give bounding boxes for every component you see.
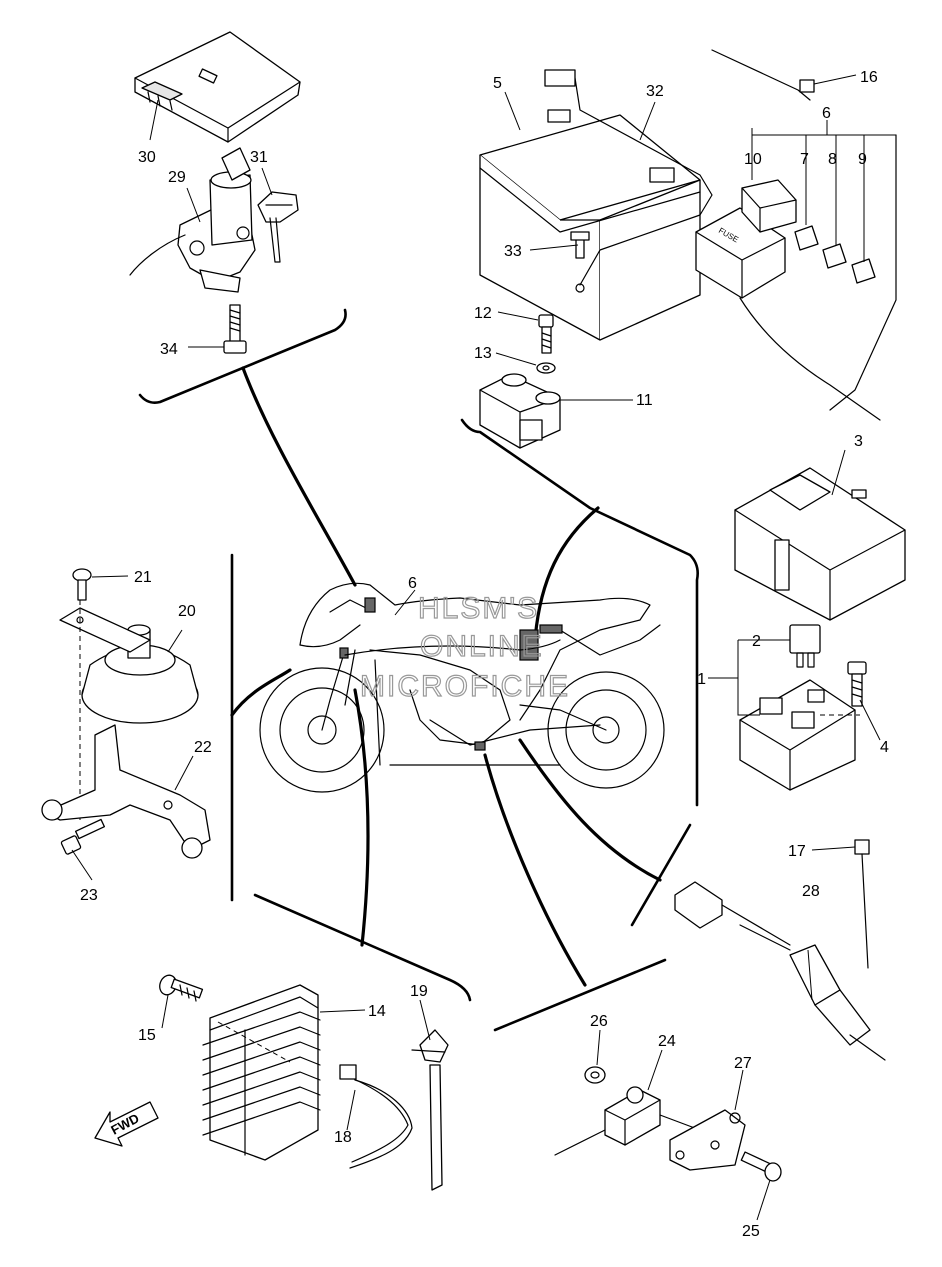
callout-23: 23 [80,887,98,904]
callout-25: 25 [742,1223,760,1240]
callout-1: 1 [697,671,706,688]
watermark-line-1: HLSM'S [418,592,539,625]
callout-7: 7 [800,151,809,168]
callout-10: 10 [744,151,762,168]
ignition-keys [257,191,299,263]
callout-8: 8 [828,151,837,168]
washer-13 [536,362,556,374]
ignition-bolt [223,304,247,354]
ground-wire-16 [711,49,815,101]
callout-21: 21 [134,569,152,586]
callout-14: 14 [368,1003,386,1020]
horn-mount-plate [59,607,151,653]
callout-32: 32 [646,83,664,100]
callout-26: 26 [590,1013,608,1030]
routing-lines [230,366,662,987]
fuse-holder-10 [741,179,797,233]
watermark-line-2: ONLINE [420,630,544,663]
horn-bracket [41,724,211,859]
callout-3: 3 [854,433,863,450]
fuse-2 [789,624,821,668]
starter-relay-cover [734,467,906,621]
callout-20: 20 [178,603,196,620]
battery [479,109,701,341]
callout-33: 33 [504,243,522,260]
rectifier-regulator [202,984,321,1161]
watermark-line-3: MICROFICHE [360,670,570,703]
bolt-4 [847,661,867,707]
callout-28: 28 [802,883,820,900]
callout-30: 30 [138,149,156,166]
callout-27: 27 [734,1055,752,1072]
callout-numbers: 1 2 3 4 5 6 7 8 9 10 11 12 13 14 15 16 1… [80,69,889,1240]
callout-34: 34 [160,341,178,358]
callout-5: 5 [493,75,502,92]
callout-29: 29 [168,169,186,186]
cable-tie-17 [854,839,870,969]
bolt-23 [60,818,106,855]
cable-clamp-19 [411,1029,449,1191]
callout-2: 2 [752,633,761,650]
spare-fuses [794,225,876,284]
group-brackets [138,308,699,1032]
motorcycle-silhouette [259,582,665,793]
callout-19: 19 [410,983,428,1000]
watermark: HLSM'S ONLINE MICROFICHE [359,591,570,703]
callout-16: 16 [860,69,878,86]
plate-27 [669,1109,746,1171]
starter-relay [739,679,856,791]
leader-lines [71,74,896,1221]
callout-15: 15 [138,1027,156,1044]
bolt-15 [159,974,204,1002]
callout-13: 13 [474,345,492,362]
bolt-25 [740,1151,782,1182]
relay-11 [479,373,561,449]
ecu-unit [134,31,301,143]
callout-9: 9 [858,151,867,168]
callout-4: 4 [880,739,889,756]
ignition-switch [129,147,256,293]
callout-22: 22 [194,739,212,756]
screw-21 [72,568,92,601]
callout-31: 31 [250,149,268,166]
callout-6-center: 6 [408,575,417,592]
sensor-28 [674,881,886,1061]
callout-11: 11 [636,392,653,409]
callout-24: 24 [658,1033,676,1050]
callout-6: 6 [822,105,831,122]
callout-17: 17 [788,843,806,860]
cable-18 [339,1064,413,1169]
battery-leads [544,69,713,293]
callout-12: 12 [474,305,492,322]
bolt-12 [538,314,554,354]
callout-18: 18 [334,1129,352,1146]
nut-26 [584,1066,606,1084]
fwd-arrow: FWD [94,1101,159,1147]
